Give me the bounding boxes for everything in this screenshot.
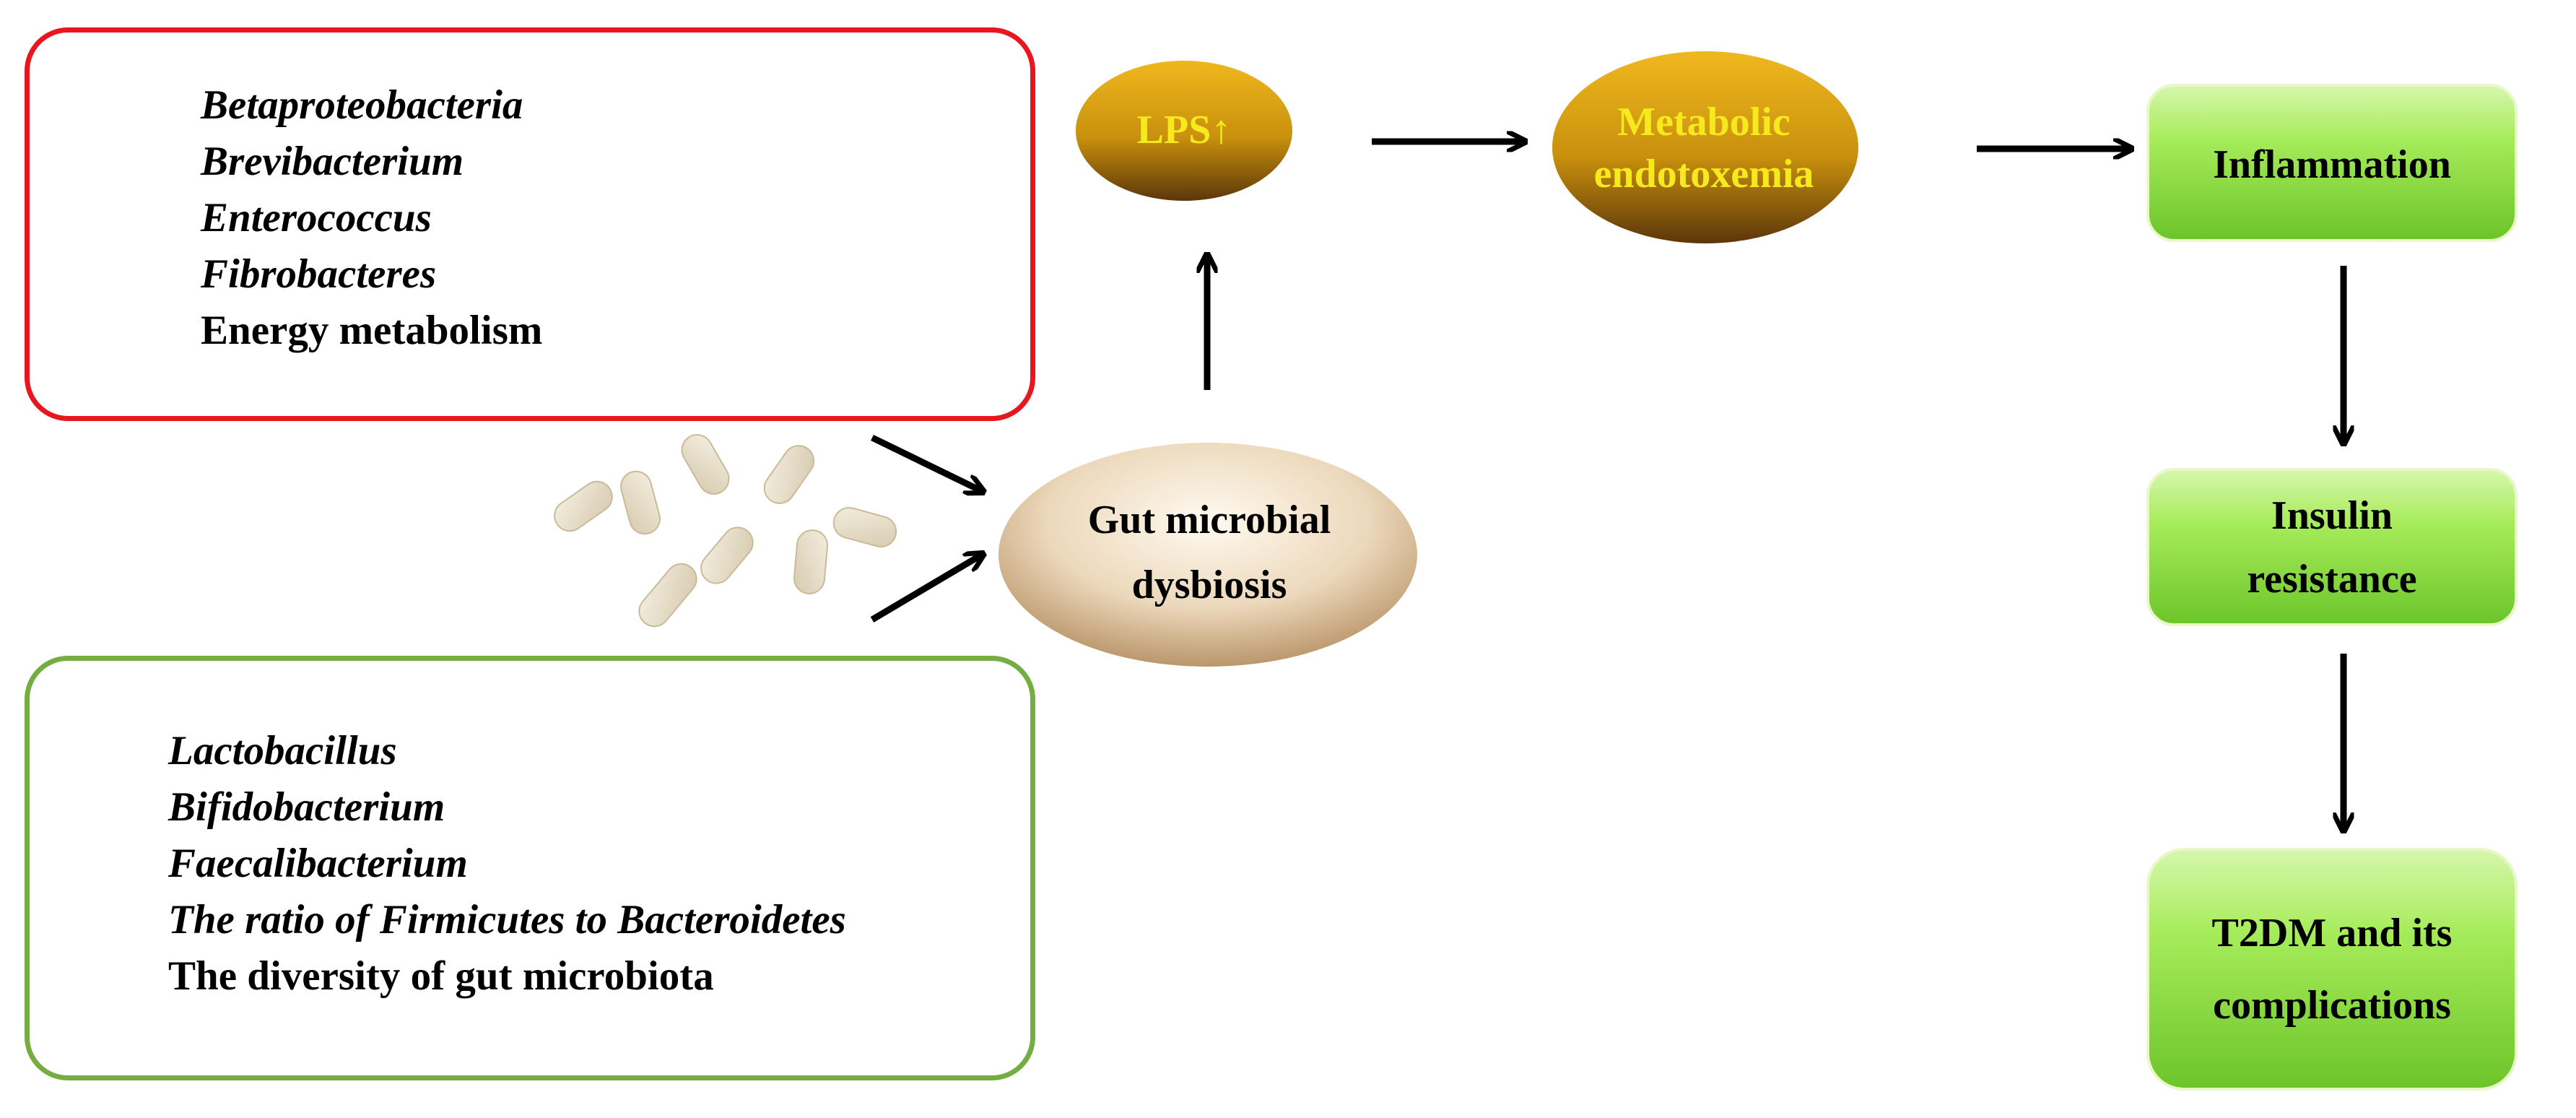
- decreased-taxa-box: [25, 656, 1035, 1080]
- insulin-resistance-node: [2146, 468, 2518, 626]
- metabolic-endotoxemia-label: Metabolic endotoxemia: [1552, 79, 1855, 217]
- label-line: Inflammation: [2213, 142, 2451, 187]
- lps-label: LPS↑: [1076, 83, 1292, 177]
- list-item: Energy metabolism: [201, 308, 543, 353]
- list-item: Fibrobacteres: [201, 251, 437, 297]
- t2dm-node: [2146, 848, 2518, 1091]
- bacteria-icon: [554, 480, 613, 532]
- list-item: Betaproteobacteria: [201, 82, 523, 128]
- bacteria-cluster: [554, 434, 897, 628]
- t2dm-label: T2DM and its complications: [2148, 849, 2516, 1089]
- list-item: Enterococcus: [201, 195, 432, 240]
- bacteria-icon: [793, 529, 829, 594]
- bacteria-icon: [700, 526, 754, 584]
- arrow-icon: [870, 555, 982, 623]
- bacteria-icon: [638, 563, 697, 628]
- increased-taxa-list: Betaproteobacteria Brevibacterium Entero…: [201, 77, 542, 359]
- gut-dysbiosis-label: Gut microbial dysbiosis: [1000, 444, 1419, 661]
- bacteria-icon: [681, 434, 730, 495]
- list-item: The ratio of Firmicutes to Bacteroidetes: [168, 897, 846, 942]
- bacteria-icon: [620, 470, 661, 535]
- decreased-taxa-list: Lactobacillus Bifidobacterium Faecalibac…: [168, 723, 846, 1005]
- list-item: Lactobacillus: [168, 728, 397, 774]
- inflammation-node: [2146, 84, 2518, 242]
- list-item: Brevibacterium: [201, 139, 464, 184]
- arrow-icon: [871, 434, 982, 491]
- lps-label-text: LPS↑: [1136, 108, 1232, 152]
- list-item: Faecalibacterium: [168, 841, 468, 886]
- label-line: Gut microbial: [1087, 498, 1331, 542]
- increased-taxa-box: [25, 27, 1035, 421]
- list-item: Bifidobacterium: [168, 784, 445, 830]
- bacteria-icon: [832, 507, 897, 547]
- label-line: resistance: [2247, 556, 2417, 602]
- gut-dysbiosis-node: [998, 443, 1417, 667]
- label-line: Metabolic: [1617, 100, 1790, 144]
- lps-node: [1076, 61, 1292, 201]
- list-item: The diversity of gut microbiota: [168, 953, 714, 999]
- metabolic-endotoxemia-node: [1552, 51, 1858, 243]
- inflammation-label: Inflammation: [2148, 87, 2516, 242]
- bacteria-icon: [763, 445, 815, 504]
- label-line: Insulin: [2271, 493, 2393, 538]
- label-line: endotoxemia: [1593, 152, 1814, 196]
- label-line: complications: [2213, 983, 2451, 1028]
- insulin-resistance-label: Insulin resistance: [2148, 469, 2516, 625]
- label-line: T2DM and its: [2211, 911, 2453, 956]
- label-line: dysbiosis: [1131, 563, 1287, 607]
